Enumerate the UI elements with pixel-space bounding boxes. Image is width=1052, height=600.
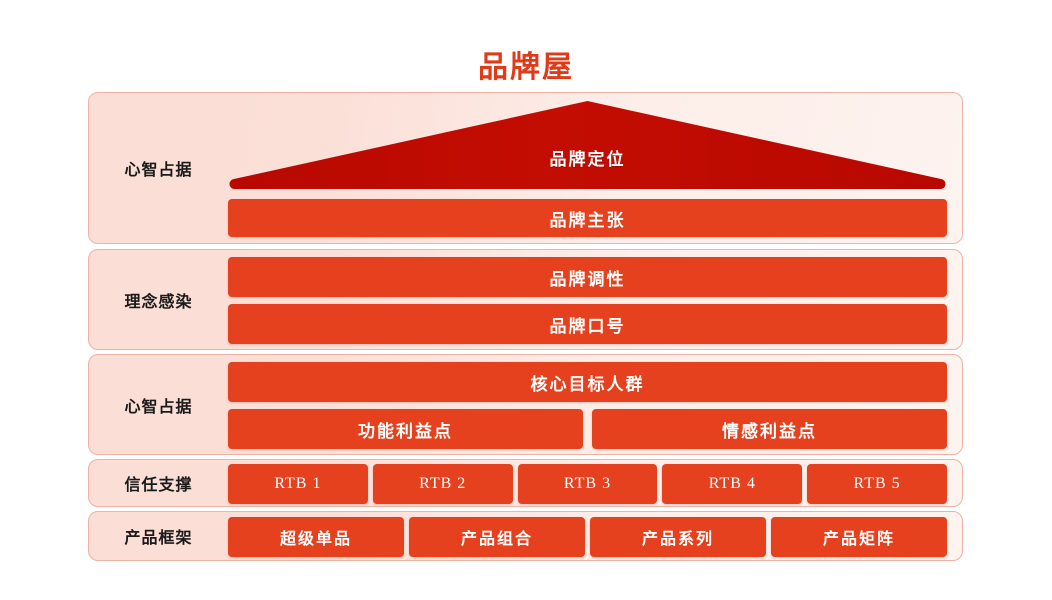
section-content-2: 品牌调性 品牌口号 <box>228 250 962 349</box>
section-label-concept-infection: 理念感染 <box>124 293 193 311</box>
section-content-1: 品牌定位 品牌主张 <box>228 93 962 243</box>
roof-label-brand-positioning: 品牌定位 <box>549 149 626 169</box>
bar-rtb-1[interactable]: RTB 1 <box>228 464 368 504</box>
bar-emotional-benefit[interactable]: 情感利益点 <box>592 409 947 449</box>
bar-rtb-3[interactable]: RTB 3 <box>517 464 658 504</box>
bar-brand-claim[interactable]: 品牌主张 <box>228 199 947 237</box>
section-product-framework: 产品框架 超级单品 产品组合 产品系列 产品矩阵 <box>88 511 963 561</box>
section-label-mind-occupation-1: 心智占据 <box>124 162 193 179</box>
bar-product-series[interactable]: 产品系列 <box>590 517 766 557</box>
section-content-5: 超级单品 产品组合 产品系列 产品矩阵 <box>228 512 962 560</box>
page-title: 品牌屋 <box>478 51 574 84</box>
section-content-4: RTB 1 RTB 2 RTB 3 RTB 4 RTB 5 <box>228 460 962 506</box>
bar-brand-tone[interactable]: 品牌调性 <box>228 257 947 297</box>
section-label-product-framework: 产品框架 <box>124 530 193 547</box>
bar-rtb-5[interactable]: RTB 5 <box>807 464 947 504</box>
product-bar-row: 超级单品 产品组合 产品系列 产品矩阵 <box>228 517 947 557</box>
section-label-trust-support: 信任支撑 <box>124 477 193 494</box>
roof-shape[interactable]: 品牌定位 <box>228 101 947 193</box>
section-mind-occupation-2: 心智占据 核心目标人群 功能利益点 情感利益点 <box>88 354 963 455</box>
bar-product-combination[interactable]: 产品组合 <box>409 517 585 557</box>
bar-brand-slogan[interactable]: 品牌口号 <box>228 304 947 344</box>
bar-rtb-2[interactable]: RTB 2 <box>372 464 513 504</box>
bar-super-single-product[interactable]: 超级单品 <box>228 517 404 557</box>
section-label-mind-occupation-2: 心智占据 <box>124 398 193 416</box>
bar-core-target-audience[interactable]: 核心目标人群 <box>228 362 947 402</box>
bar-product-matrix[interactable]: 产品矩阵 <box>771 517 947 557</box>
section-trust-support: 信任支撑 RTB 1 RTB 2 RTB 3 RTB 4 RTB 5 <box>88 459 963 507</box>
section-mind-occupation-roof: 心智占据 品牌定位 品牌主张 <box>88 92 963 244</box>
section-concept-infection: 理念感染 品牌调性 品牌口号 <box>88 249 963 350</box>
bar-rtb-4[interactable]: RTB 4 <box>662 464 803 504</box>
section-content-3: 核心目标人群 功能利益点 情感利益点 <box>228 355 962 454</box>
rtb-bar-row: RTB 1 RTB 2 RTB 3 RTB 4 RTB 5 <box>228 464 947 504</box>
bar-functional-benefit[interactable]: 功能利益点 <box>228 409 583 449</box>
